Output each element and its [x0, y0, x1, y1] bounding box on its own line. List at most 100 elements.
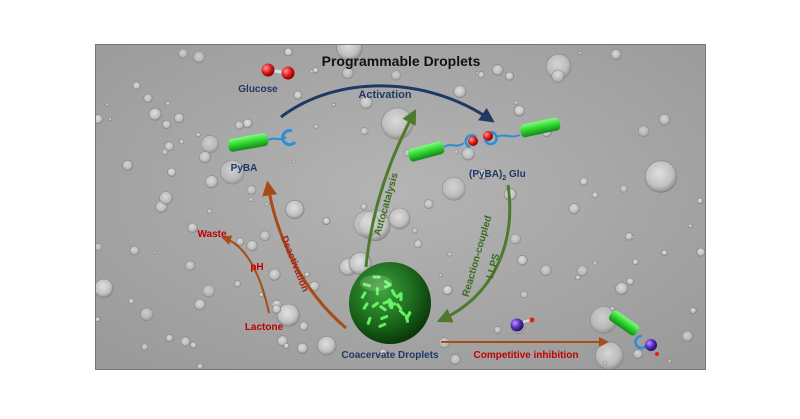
droplet-fragment [379, 305, 387, 312]
background-droplet [513, 104, 526, 117]
background-droplet [204, 175, 219, 189]
background-droplet [644, 160, 678, 193]
background-droplet [423, 199, 434, 209]
background-droplet [276, 303, 300, 327]
llps-arrow [436, 184, 512, 323]
background-droplet [360, 203, 368, 210]
background-droplet [159, 191, 173, 205]
autocatalysis-arrow [364, 109, 417, 268]
background-droplet [96, 278, 114, 298]
background-droplet [148, 107, 162, 121]
coacervate-sphere-icon [349, 262, 431, 344]
background-droplet [575, 274, 581, 281]
background-droplet [246, 185, 257, 195]
background-droplet [309, 69, 314, 74]
background-droplet [200, 135, 219, 154]
background-droplet [322, 217, 331, 226]
background-droplet [637, 125, 650, 137]
background-droplet [610, 48, 622, 60]
background-droplet [342, 67, 354, 79]
background-droplet [296, 342, 308, 354]
droplet-fragment [372, 275, 381, 279]
pyba-label: PyBA [231, 163, 258, 174]
background-droplet [108, 117, 113, 121]
background-droplet [285, 200, 305, 220]
activation-label: Activation [358, 89, 411, 101]
background-droplet [453, 149, 459, 155]
background-droplet [492, 64, 504, 76]
background-droplet [220, 159, 245, 185]
droplet-fragment [399, 292, 403, 302]
droplet-fragment [404, 314, 410, 323]
background-droplet [234, 120, 244, 130]
background-droplet [193, 51, 206, 64]
background-droplet [331, 102, 336, 107]
background-droplet [196, 363, 204, 369]
background-droplet [504, 71, 514, 81]
background-droplet [317, 336, 337, 356]
background-droplet [199, 151, 212, 164]
diagram-title: Programmable Droplets [322, 53, 481, 69]
background-droplet [477, 168, 489, 180]
background-droplet [202, 284, 216, 298]
background-droplet [493, 326, 502, 334]
background-droplet [178, 48, 188, 59]
background-droplet [449, 354, 461, 365]
background-droplet [568, 203, 580, 215]
background-droplet [271, 304, 282, 314]
background-droplet [164, 141, 175, 152]
background-droplet [689, 306, 697, 314]
background-droplet [379, 348, 387, 357]
background-droplet [246, 239, 258, 252]
coacervate-label: Coacervate Droplets [341, 350, 439, 361]
background-droplet [236, 237, 245, 246]
droplet-fragment [371, 301, 379, 309]
background-droplet [391, 70, 402, 81]
background-droplet [96, 114, 103, 124]
glucose-label: Glucose [238, 84, 278, 95]
inhibited-complex-icon [609, 310, 659, 356]
lactone-label: Lactone [245, 322, 284, 333]
background-droplet [179, 139, 185, 145]
background-droplet [438, 273, 443, 278]
background-droplet [299, 321, 309, 331]
background-droplet [411, 227, 418, 234]
background-droplet [658, 113, 671, 126]
background-droplet [359, 95, 373, 110]
background-droplet [592, 260, 598, 266]
background-droplet [661, 249, 668, 256]
background-droplet [161, 148, 169, 156]
background-droplet [189, 341, 197, 349]
background-droplet [336, 45, 363, 61]
background-droplet [143, 93, 153, 103]
deactivation-arrow [262, 180, 347, 330]
droplet-fragment [398, 309, 406, 317]
background-droplet [194, 298, 206, 311]
background-droplet [242, 118, 253, 129]
background-droplet [264, 202, 269, 207]
background-droplet [509, 233, 521, 245]
droplet-fragment [383, 279, 392, 287]
background-droplet [313, 124, 319, 130]
droplet-fragment [390, 289, 397, 297]
background-droplet [520, 290, 529, 299]
background-droplet [619, 184, 628, 193]
background-droplet [248, 197, 254, 202]
background-droplet [577, 51, 582, 55]
background-droplet [624, 232, 634, 241]
waste-arrow [221, 235, 270, 314]
background-droplet [132, 81, 141, 90]
background-droplet [551, 69, 565, 83]
background-droplet [187, 222, 198, 233]
waste-label: Waste [197, 229, 227, 240]
background-droplet [268, 268, 281, 281]
background-droplet [633, 349, 643, 359]
background-droplet [595, 341, 624, 369]
background-droplet [122, 159, 133, 171]
background-droplet [477, 71, 485, 79]
background-droplet [667, 359, 672, 364]
pyba-rod-icon [227, 129, 297, 152]
background-droplet [293, 90, 303, 100]
background-droplet [360, 126, 369, 136]
background-droplet [180, 336, 191, 347]
